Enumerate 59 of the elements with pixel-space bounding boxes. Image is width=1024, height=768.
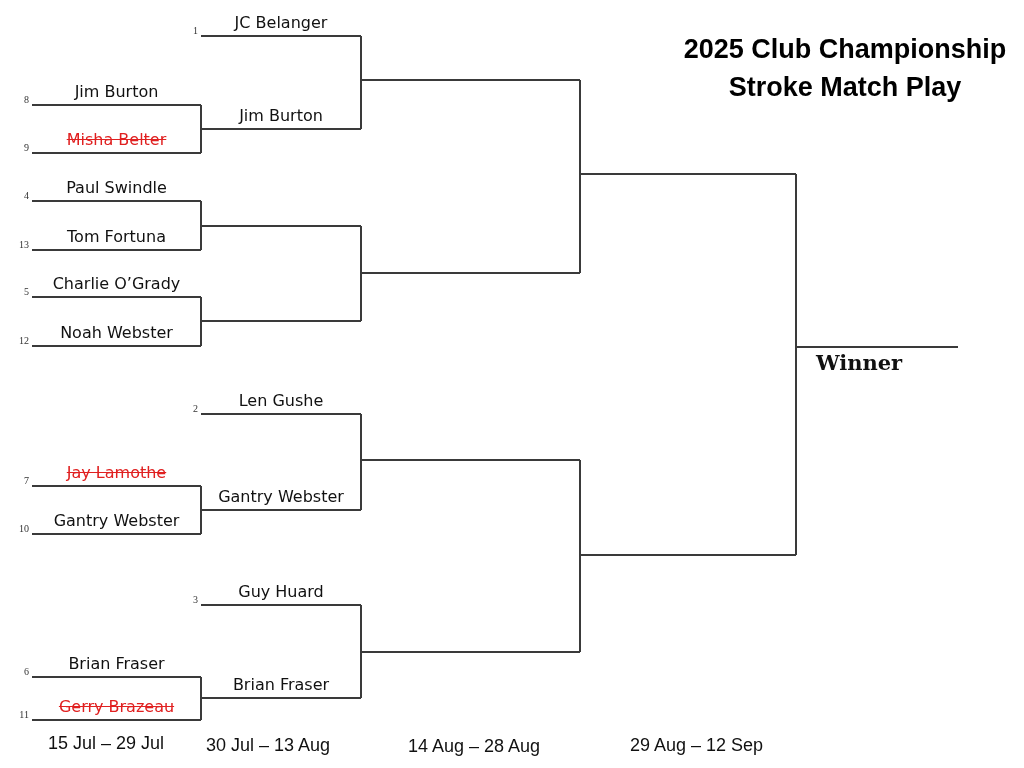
seed-number: 2 bbox=[193, 403, 198, 414]
player-name: Tom Fortuna bbox=[66, 227, 167, 246]
player-name: JC Belanger bbox=[232, 13, 329, 32]
bracket-connector bbox=[200, 296, 202, 322]
bracket-connector bbox=[360, 413, 362, 461]
bracket-connector bbox=[795, 346, 797, 556]
player-name: Jim Burton bbox=[73, 82, 160, 101]
player-name: Len Gushe bbox=[237, 391, 325, 410]
bracket-connector bbox=[200, 320, 202, 347]
player-name: Brian Fraser bbox=[67, 654, 166, 673]
player-name: Brian Fraser bbox=[231, 675, 331, 694]
bracket-connector bbox=[795, 173, 797, 348]
bracket-connector bbox=[360, 651, 362, 699]
chart-title: 2025 Club Championship Stroke Match Play bbox=[682, 33, 1008, 104]
bracket-connector bbox=[200, 509, 202, 535]
player-name: Guy Huard bbox=[237, 582, 325, 601]
player-name: Misha Belter bbox=[65, 130, 168, 149]
bracket-connector bbox=[360, 225, 362, 274]
bracket-connector bbox=[200, 697, 202, 721]
bracket-connector bbox=[579, 459, 581, 556]
bracket-connector bbox=[200, 200, 202, 227]
player-name: Noah Webster bbox=[59, 323, 174, 342]
bracket-connector bbox=[200, 676, 202, 699]
seed-number: 3 bbox=[193, 594, 198, 605]
seed-number: 4 bbox=[24, 190, 29, 201]
player-name: Jay Lamothe bbox=[65, 463, 168, 482]
date-range: 15 Jul – 29 Jul bbox=[48, 733, 165, 754]
bracket-connector bbox=[360, 604, 362, 653]
seed-number: 6 bbox=[24, 666, 29, 677]
bracket-connector bbox=[360, 272, 362, 322]
bracket-connector bbox=[200, 485, 202, 511]
seed-number: 8 bbox=[24, 94, 29, 105]
date-range: 30 Jul – 13 Aug bbox=[206, 735, 331, 756]
seed-number: 12 bbox=[19, 335, 29, 346]
bracket-connector bbox=[360, 35, 362, 81]
bracket-connector bbox=[579, 173, 581, 274]
date-range: 14 Aug – 28 Aug bbox=[408, 736, 541, 757]
bracket-connector bbox=[579, 79, 581, 175]
player-name: Jim Burton bbox=[237, 106, 324, 125]
bracket-connector bbox=[200, 104, 202, 130]
player-name: Gantry Webster bbox=[52, 511, 181, 530]
seed-number: 1 bbox=[193, 25, 198, 36]
winner-label: Winner bbox=[816, 350, 903, 375]
seed-number: 11 bbox=[19, 709, 29, 720]
bracket-connector bbox=[579, 554, 581, 653]
player-name: Gerry Brazeau bbox=[57, 697, 176, 716]
seed-number: 7 bbox=[24, 475, 29, 486]
bracket-connector bbox=[360, 79, 362, 130]
player-name: Paul Swindle bbox=[65, 178, 168, 197]
seed-number: 5 bbox=[24, 286, 29, 297]
seed-number: 10 bbox=[19, 523, 29, 534]
player-name: Gantry Webster bbox=[217, 487, 345, 506]
player-name: Charlie O’Grady bbox=[51, 274, 182, 293]
bracket-connector bbox=[360, 459, 362, 511]
date-range: 29 Aug – 12 Sep bbox=[630, 735, 764, 756]
seed-number: 9 bbox=[24, 142, 29, 153]
seed-number: 13 bbox=[19, 239, 29, 250]
bracket-connector bbox=[200, 128, 202, 154]
bracket-connector bbox=[200, 225, 202, 251]
